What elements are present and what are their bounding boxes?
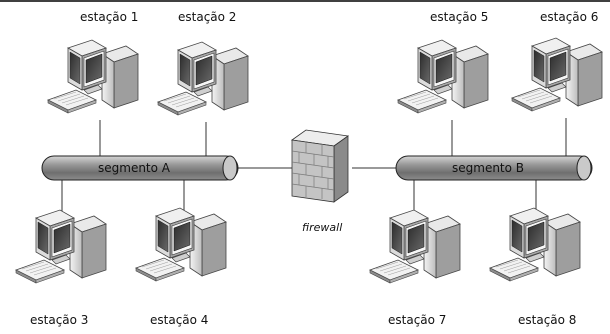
station-6-label: estação 6 (540, 10, 599, 24)
station-3-computer-icon (15, 209, 107, 284)
connection-lines (61, 118, 567, 220)
station-7-computer-icon (369, 209, 461, 284)
station-5-label: estação 5 (430, 10, 489, 24)
station-6-computer-icon (511, 37, 603, 112)
station-8-label: estação 8 (518, 313, 577, 327)
firewall-label: firewall (302, 221, 343, 234)
station-8-computer-icon (489, 207, 581, 282)
segment-a-pipe (41, 155, 239, 181)
station-5-computer-icon (397, 39, 489, 114)
segment-b-pipe (395, 155, 593, 181)
segment-a-label: segmento A (98, 161, 170, 175)
station-3-label: estação 3 (30, 313, 89, 327)
station-2-label: estação 2 (178, 10, 237, 24)
brick-wall-icon (290, 129, 350, 203)
station-4-computer-icon (135, 207, 227, 282)
station-1-label: estação 1 (80, 10, 139, 24)
station-2-computer-icon (157, 41, 249, 116)
station-1-computer-icon (47, 39, 139, 114)
segment-b-label: segmento B (452, 161, 525, 175)
station-4-label: estação 4 (150, 313, 209, 327)
station-7-label: estação 7 (388, 313, 447, 327)
